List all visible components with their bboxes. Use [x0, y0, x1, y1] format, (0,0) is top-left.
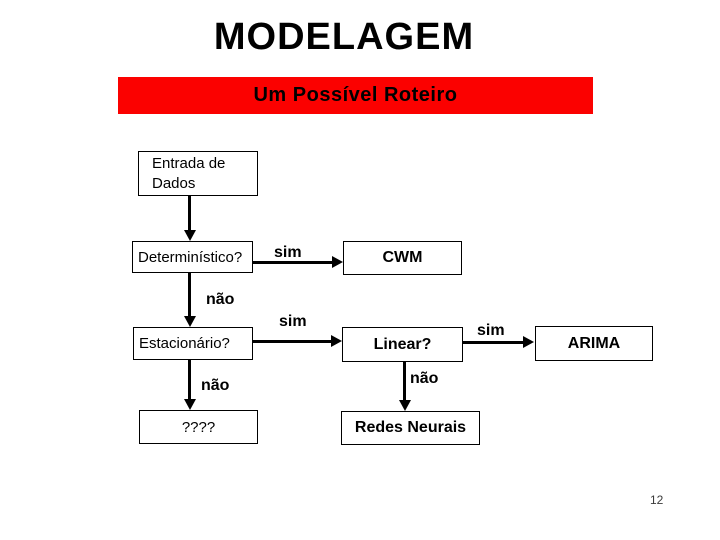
arrow-estacionario-unknown-line — [188, 360, 191, 400]
node-estacionario: Estacionário? — [133, 327, 253, 360]
arrow-entrada-deterministico-line — [188, 196, 191, 231]
arrow-estacionario-linear-head — [331, 335, 342, 347]
arrow-deterministico-estacionario-head — [184, 316, 196, 327]
edge-label-sim-estacionario-linear: sim — [279, 313, 307, 330]
arrow-deterministico-cwm-head — [332, 256, 343, 268]
node-cwm-label: CWM — [382, 249, 423, 266]
arrow-linear-arima-line — [463, 341, 524, 344]
arrow-entrada-deterministico-head — [184, 230, 196, 241]
node-entrada-de-dados: Entrada de Dados — [138, 151, 258, 196]
node-cwm: CWM — [343, 241, 462, 275]
page-number: 12 — [650, 493, 664, 507]
arrow-estacionario-unknown-head — [184, 399, 196, 410]
arrow-linear-redes-line — [403, 362, 406, 401]
node-entrada-label: Entrada de Dados — [152, 155, 226, 192]
arrow-deterministico-estacionario-line — [188, 273, 191, 317]
edge-label-nao-linear-redes: não — [410, 370, 439, 387]
slide-title: MODELAGEM — [213, 16, 475, 58]
subtitle-banner-label: Um Possível Roteiro — [253, 84, 458, 106]
node-deterministico-label: Determinístico? — [138, 248, 243, 266]
node-linear-label: Linear? — [373, 335, 432, 353]
edge-label-sim-linear-arima: sim — [477, 322, 505, 339]
subtitle-banner: Um Possível Roteiro — [118, 77, 593, 114]
node-deterministico: Determinístico? — [132, 241, 253, 273]
node-linear: Linear? — [342, 327, 463, 362]
node-unknown-label: ???? — [181, 418, 216, 436]
node-arima: ARIMA — [535, 326, 653, 361]
arrow-linear-redes-head — [399, 400, 411, 411]
node-redes-neurais-label: Redes Neurais — [354, 419, 467, 436]
edge-label-sim-deterministico-cwm: sim — [274, 244, 302, 261]
arrow-estacionario-linear-line — [253, 340, 332, 343]
edge-label-nao-estacionario-unknown: não — [201, 377, 230, 394]
node-redes-neurais: Redes Neurais — [341, 411, 480, 445]
node-estacionario-label: Estacionário? — [139, 335, 230, 352]
edge-label-nao-deterministico-estacionario: não — [206, 291, 235, 308]
arrow-linear-arima-head — [523, 336, 534, 348]
node-unknown: ???? — [139, 410, 258, 444]
node-arima-label: ARIMA — [567, 334, 621, 352]
arrow-deterministico-cwm-line — [253, 261, 333, 264]
